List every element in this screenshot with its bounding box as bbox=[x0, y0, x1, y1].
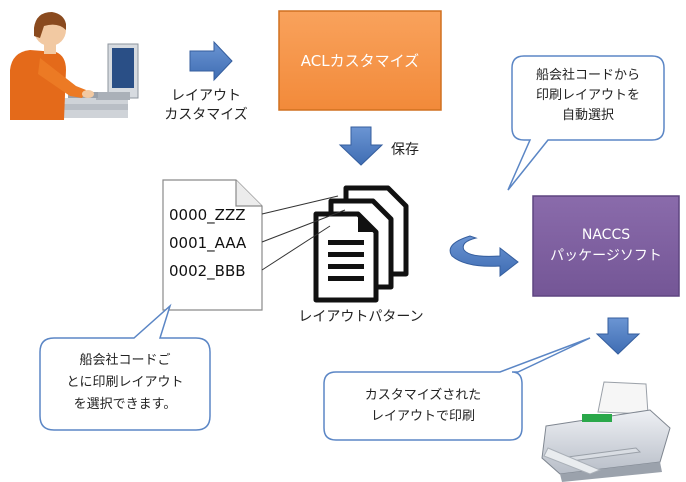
callout-top-right-text: 船会社コードから 印刷レイアウトを 自動選択 bbox=[535, 68, 640, 123]
save-label: 保存 bbox=[391, 142, 419, 158]
person-at-computer-icon bbox=[10, 12, 139, 120]
naccs-box-label: NACCS パッケージソフト bbox=[550, 227, 662, 264]
arrow-down-icon bbox=[338, 126, 384, 166]
arrow-down-printer-icon bbox=[595, 317, 641, 355]
printer-icon bbox=[541, 381, 671, 482]
curved-arrow-icon bbox=[449, 235, 519, 278]
pattern-item: 0000_ZZZ bbox=[169, 206, 246, 224]
customize-label: レイアウト カスタマイズ bbox=[164, 88, 248, 123]
pattern-item: 0001_AAA bbox=[169, 234, 247, 252]
acl-box-label: ACLカスタマイズ bbox=[300, 52, 420, 70]
callout-bottom-text: カスタマイズされた レイアウトで印刷 bbox=[364, 388, 482, 424]
acl-box bbox=[278, 10, 442, 111]
callout-left-text: 船会社コードご とに印刷レイアウト を選択できます。 bbox=[66, 353, 184, 412]
document-icon bbox=[162, 179, 263, 311]
pattern-connectors bbox=[261, 195, 346, 271]
arrow-right-icon bbox=[189, 40, 233, 82]
naccs-box bbox=[532, 195, 680, 297]
callout-bottom-shape bbox=[323, 337, 591, 441]
stacked-pages-icon bbox=[313, 185, 409, 303]
callout-left-shape bbox=[39, 303, 211, 431]
callout-top-right-shape bbox=[507, 55, 665, 191]
layout-pattern-label: レイアウトパターン bbox=[298, 309, 424, 325]
pattern-item: 0002_BBB bbox=[169, 262, 246, 280]
